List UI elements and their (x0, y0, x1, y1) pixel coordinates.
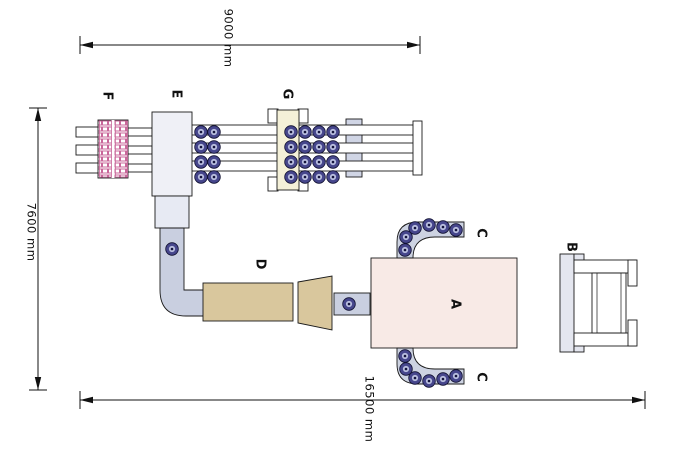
f-column-right (115, 120, 128, 178)
label-conveyor-c-lower: C (474, 372, 489, 382)
machine-b (559, 253, 638, 353)
label-machine-d: D (253, 259, 268, 270)
label-machine-b: B (564, 242, 579, 252)
connector-roller (342, 297, 356, 311)
label-machine-g: G (280, 89, 295, 100)
dimension-bottom: 16500 mm (79, 376, 646, 443)
dimension-left: 7600 mm (25, 107, 47, 391)
e-elbow-pipe (159, 227, 208, 317)
machine-f (75, 119, 153, 179)
g-tab-top-right (297, 108, 309, 124)
a-body (370, 257, 518, 349)
label-conveyor-c-upper: C (474, 228, 489, 238)
e-lower (154, 195, 190, 229)
label-machine-a: A (448, 299, 463, 309)
machine-a (370, 257, 518, 349)
label-machine-f: F (100, 92, 115, 101)
e-body (151, 111, 193, 197)
rail-end-cap (412, 120, 423, 176)
d-coupling (297, 275, 333, 331)
b-bobbin-inner (596, 272, 622, 334)
b-arm-bottom (573, 332, 637, 347)
dimension-bottom-label: 16500 mm (363, 376, 377, 443)
f-column-left (99, 120, 112, 178)
f-link-bottom (127, 163, 153, 173)
dimension-top: 9000 mm (79, 9, 421, 68)
g-tab-bottom-left (267, 176, 279, 192)
machine-e (151, 111, 208, 317)
pipe-roller (165, 242, 179, 256)
label-machine-e: E (169, 90, 184, 99)
b-left-bar (559, 253, 575, 353)
dimension-top-label: 9000 mm (222, 9, 236, 68)
g-tab-top-left (267, 108, 279, 124)
b-hook-top (627, 259, 638, 287)
d-body (202, 282, 294, 322)
b-hook-bottom (627, 319, 638, 347)
f-link-middle (127, 145, 153, 155)
b-arm-top (573, 259, 637, 274)
f-link-top (127, 127, 153, 137)
dimension-left-label: 7600 mm (25, 203, 39, 262)
station-labels: F E G D A B C C (100, 89, 579, 382)
